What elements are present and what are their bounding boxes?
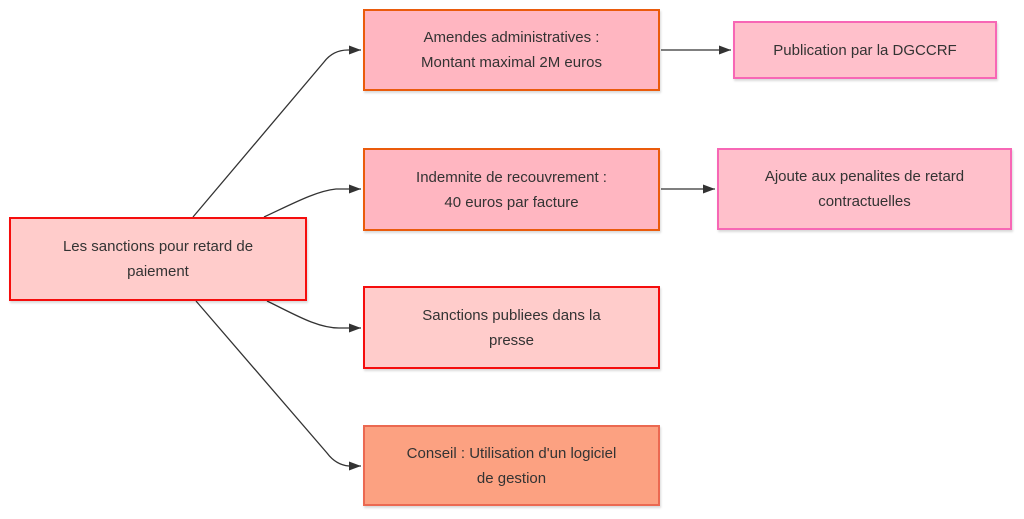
node-ajoute-penalites: Ajoute aux penalites de retard contractu… <box>717 148 1012 230</box>
node-label: Sanctions publiees dans la presse <box>422 306 601 349</box>
node-label: Amendes administratives : Montant maxima… <box>421 29 602 71</box>
node-indemnite-recouvrement: Indemnite de recouvrement : 40 euros par… <box>363 148 660 231</box>
edge-root-conseil <box>195 300 361 471</box>
node-amendes-administratives: Amendes administratives : Montant maxima… <box>363 9 660 91</box>
node-sanctions-presse: Sanctions publiees dans la presse <box>363 286 660 369</box>
edge-root-amendes <box>192 45 361 218</box>
node-sanctions-retard-paiement: Les sanctions pour retard de paiement <box>9 217 307 301</box>
node-conseil-logiciel: Conseil : Utilisation d'un logiciel de g… <box>363 425 660 506</box>
node-label: Publication par la DGCCRF <box>773 41 957 59</box>
node-publication-dgccrf: Publication par la DGCCRF <box>733 21 997 79</box>
node-label: Conseil : Utilisation d'un logiciel de g… <box>406 444 617 487</box>
node-label: Les sanctions pour retard de paiement <box>62 238 254 280</box>
edge-root-presse <box>266 300 361 333</box>
node-label: Indemnite de recouvrement : 40 euros par… <box>416 168 607 211</box>
edge-root-indemnite <box>263 184 361 218</box>
node-label: Ajoute aux penalites de retard contractu… <box>764 168 965 210</box>
